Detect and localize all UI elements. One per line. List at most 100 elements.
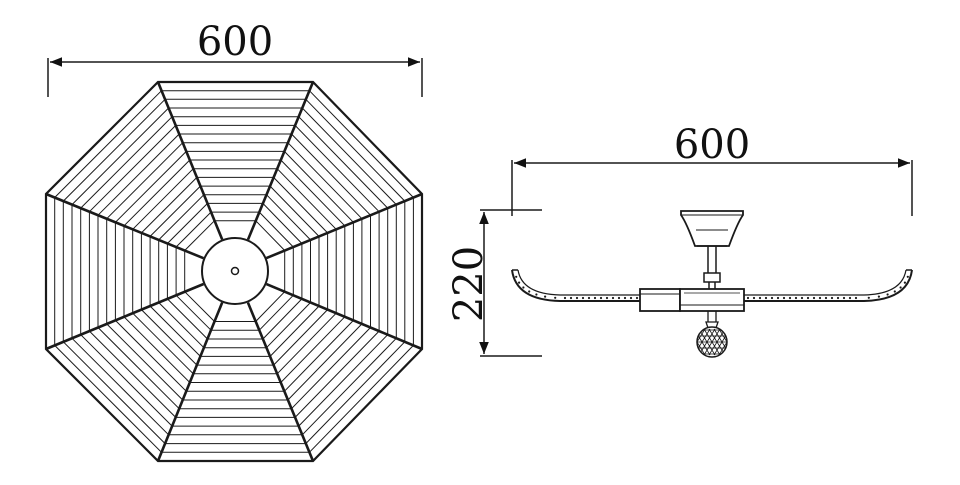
facet-line [708, 328, 726, 356]
ring-line [258, 294, 294, 331]
facet-line [698, 328, 716, 356]
bead-dot [623, 296, 627, 300]
bead-dot [770, 296, 774, 300]
ring-line [106, 142, 184, 220]
ring-line [255, 220, 286, 251]
ring-line [149, 305, 201, 357]
bead-dot [522, 286, 525, 289]
bead-dot [575, 296, 579, 300]
ring-line [141, 309, 198, 366]
side-height-dimension [479, 209, 542, 357]
ring-line [89, 125, 177, 213]
bead-dot [893, 290, 896, 293]
facet-line [718, 328, 727, 356]
ring-line [158, 194, 205, 241]
bead-dot [528, 290, 531, 293]
ring-line [301, 107, 397, 205]
ring-line [305, 98, 406, 202]
ring-line [80, 334, 173, 427]
ring-line [115, 151, 187, 223]
bead-dot [782, 296, 786, 300]
ring-line [123, 159, 191, 227]
ring-line [71, 107, 169, 205]
bead-dot [544, 295, 547, 298]
ring-line [80, 116, 173, 209]
ring-line [298, 334, 389, 427]
ring-line [62, 341, 166, 444]
ring-line [287, 142, 363, 220]
bead-dot [867, 296, 870, 299]
ring-line [158, 302, 205, 349]
bead-dot [581, 296, 585, 300]
ring-line [149, 185, 201, 237]
ring-line [273, 309, 328, 366]
ring-line [291, 327, 371, 410]
top-width-dimension [47, 57, 423, 97]
ring-line [89, 330, 177, 418]
shade-spokes [45, 81, 423, 462]
bead-dot [848, 296, 852, 300]
ring-line [62, 98, 166, 202]
facet-line [718, 328, 727, 356]
shade-rings [54, 90, 414, 453]
ring-line [132, 312, 194, 375]
facet-line [697, 328, 711, 356]
ring-line [262, 203, 303, 244]
bead-dot [830, 296, 834, 300]
bead-dot [794, 296, 798, 300]
ring-line [258, 211, 294, 248]
ring-line [167, 203, 208, 244]
bead-dot [764, 296, 768, 300]
bead-dot [629, 296, 633, 300]
ring-line [294, 125, 380, 213]
spoke [45, 282, 205, 351]
ring-line [294, 330, 380, 418]
ring-line [262, 298, 303, 340]
ring-line [287, 323, 363, 401]
spoke [246, 81, 315, 241]
ring-line [309, 90, 414, 198]
bead-dot [593, 296, 597, 300]
ring-line [266, 194, 311, 241]
bead-dot [554, 296, 557, 299]
ring-line [284, 320, 354, 392]
bead-dot [563, 296, 567, 300]
bead-dot [903, 281, 907, 284]
top-view: 600 [44, 19, 424, 463]
ring-line [298, 116, 389, 209]
ring-line [132, 168, 194, 230]
bead-dot [758, 296, 762, 300]
bead-dot [812, 296, 816, 300]
bead-dot [611, 296, 615, 300]
ring-line [54, 345, 162, 453]
ring-line [106, 323, 184, 401]
ring-line [141, 177, 198, 234]
bead-dot [788, 296, 792, 300]
ring-line [175, 211, 212, 248]
facet-line [697, 328, 706, 356]
spoke [246, 302, 315, 462]
bead-dot [518, 281, 521, 284]
bead-dot [836, 296, 840, 300]
ring-line [280, 316, 346, 383]
side-width-label: 600 [674, 122, 750, 168]
bead-dot [599, 296, 603, 300]
ring-line [97, 327, 180, 410]
shade-ring-profile [511, 269, 913, 302]
bead-dot [617, 296, 621, 300]
facet-line [697, 328, 706, 356]
ring-line [54, 90, 162, 198]
side-view: 600 220 [446, 122, 913, 358]
bead-dot [818, 296, 822, 300]
shade-outline [44, 80, 424, 463]
spoke [45, 192, 204, 260]
stem [703, 246, 721, 289]
ring-line [305, 341, 406, 444]
bead-dot [886, 293, 889, 296]
bead-dot [605, 296, 609, 300]
spoke [156, 81, 224, 240]
ring-line [71, 337, 169, 436]
bead-dot [806, 296, 810, 300]
